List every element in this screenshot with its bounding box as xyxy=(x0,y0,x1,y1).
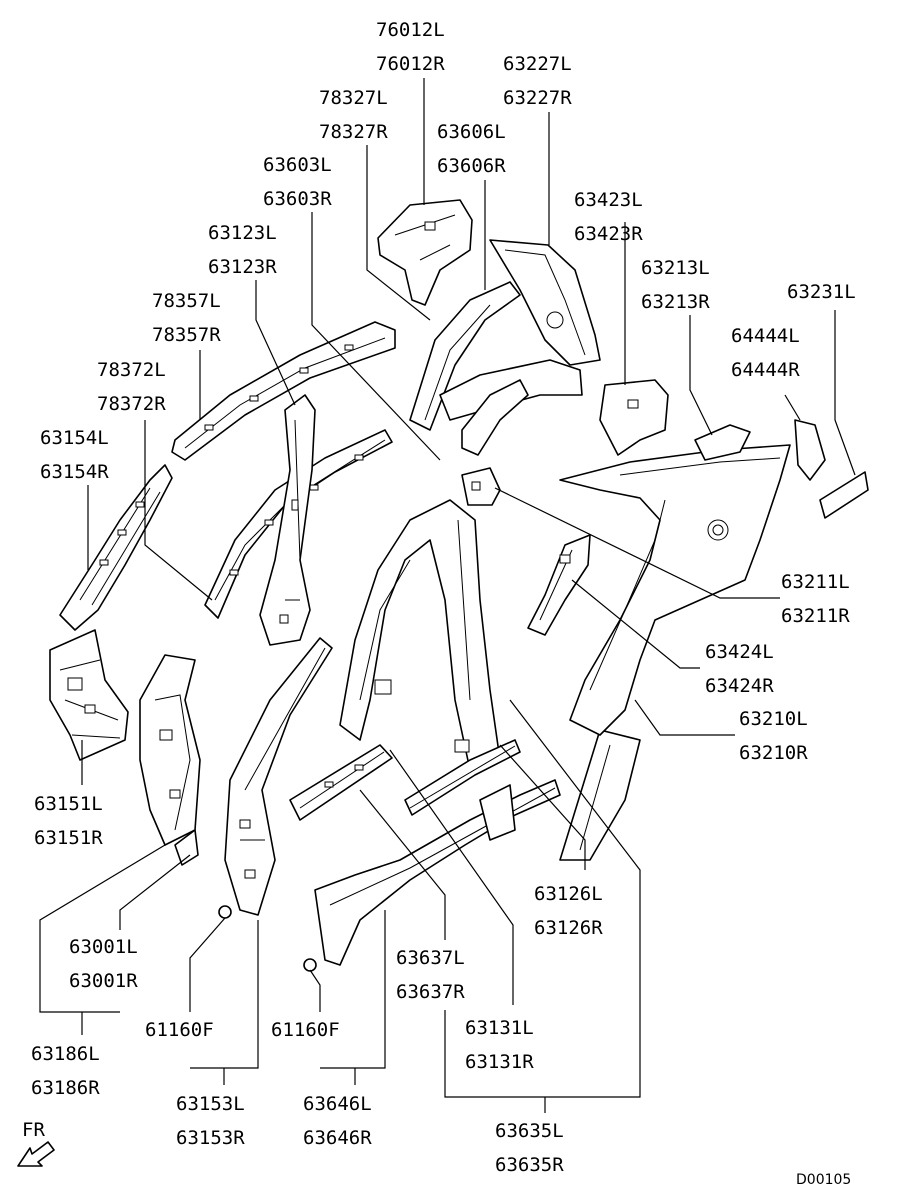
label-63606R: 63606R xyxy=(437,155,506,177)
figure-code: D00105 xyxy=(796,1172,851,1187)
label-63231L: 63231L xyxy=(787,281,856,303)
part-78372 xyxy=(171,321,396,461)
label-63603R: 63603R xyxy=(263,188,332,210)
part-63210 xyxy=(559,444,791,736)
part-63213 xyxy=(694,424,751,461)
part-63186 xyxy=(139,654,201,866)
part-61160F-clip-a xyxy=(218,905,232,919)
part-63646 xyxy=(314,779,561,966)
label-78357L: 78357L xyxy=(152,290,221,312)
label-63131R: 63131R xyxy=(465,1051,534,1073)
label-63186L: 63186L xyxy=(31,1043,100,1065)
label-63186R: 63186R xyxy=(31,1077,100,1099)
label-63001R: 63001R xyxy=(69,970,138,992)
part-63227 xyxy=(489,239,601,366)
label-63637L: 63637L xyxy=(396,947,465,969)
part-63153 xyxy=(224,637,333,916)
part-63606 xyxy=(439,359,583,456)
label-63126R: 63126R xyxy=(534,917,603,939)
label-63153L: 63153L xyxy=(176,1093,245,1115)
label-63153R: 63153R xyxy=(176,1127,245,1149)
label-61160F-b: 61160F xyxy=(271,1019,340,1041)
label-78327L: 78327L xyxy=(319,87,388,109)
label-61160F-a: 61160F xyxy=(145,1019,214,1041)
label-64444R: 64444R xyxy=(731,359,800,381)
label-78327R: 78327R xyxy=(319,121,388,143)
label-63131L: 63131L xyxy=(465,1017,534,1039)
label-63213R: 63213R xyxy=(641,291,710,313)
part-63231 xyxy=(819,471,869,519)
label-63154L: 63154L xyxy=(40,427,109,449)
part-61160F-clip-b xyxy=(303,958,317,972)
label-63423R: 63423R xyxy=(574,223,643,245)
front-direction-indicator: FR xyxy=(17,1119,55,1167)
part-63423 xyxy=(599,379,669,456)
label-63227L: 63227L xyxy=(503,53,572,75)
part-63211 xyxy=(461,467,501,506)
label-63213L: 63213L xyxy=(641,257,710,279)
label-63423L: 63423L xyxy=(574,189,643,211)
label-63424R: 63424R xyxy=(705,675,774,697)
label-78357R: 78357R xyxy=(152,324,221,346)
leader-lines xyxy=(39,78,856,1113)
label-63151R: 63151R xyxy=(34,827,103,849)
label-63637R: 63637R xyxy=(396,981,465,1003)
label-63211R: 63211R xyxy=(781,605,850,627)
label-63424L: 63424L xyxy=(705,641,774,663)
front-direction-label: FR xyxy=(22,1119,45,1141)
part-63151 xyxy=(49,629,129,761)
part-63126 xyxy=(404,739,521,816)
part-64444 xyxy=(794,419,826,481)
label-63646R: 63646R xyxy=(303,1127,372,1149)
label-63151L: 63151L xyxy=(34,793,103,815)
label-63635R: 63635R xyxy=(495,1154,564,1176)
label-63603L: 63603L xyxy=(263,154,332,176)
label-63210L: 63210L xyxy=(739,708,808,730)
part-labels: 76012L 76012R 63227L 63227R 78327L 78327… xyxy=(31,19,856,1176)
label-63646L: 63646L xyxy=(303,1093,372,1115)
label-64444L: 64444L xyxy=(731,325,800,347)
label-63635L: 63635L xyxy=(495,1120,564,1142)
label-63123R: 63123R xyxy=(208,256,277,278)
label-78372R: 78372R xyxy=(97,393,166,415)
part-63424 xyxy=(527,534,591,636)
label-76012R: 76012R xyxy=(376,53,445,75)
part-63154 xyxy=(59,464,173,631)
part-63123 xyxy=(259,394,316,646)
label-76012L: 76012L xyxy=(376,19,445,41)
part-78357 xyxy=(204,429,393,619)
label-63227R: 63227R xyxy=(503,87,572,109)
part-63635 xyxy=(559,729,641,861)
label-63154R: 63154R xyxy=(40,461,109,483)
label-63126L: 63126L xyxy=(534,883,603,905)
label-78372L: 78372L xyxy=(97,359,166,381)
part-63603 xyxy=(409,281,521,431)
label-63001L: 63001L xyxy=(69,936,138,958)
label-63606L: 63606L xyxy=(437,121,506,143)
part-63131 xyxy=(339,499,501,771)
label-63211L: 63211L xyxy=(781,571,850,593)
part-76012 xyxy=(377,199,473,306)
front-arrow-icon xyxy=(17,1141,55,1167)
label-63123L: 63123L xyxy=(208,222,277,244)
label-63210R: 63210R xyxy=(739,742,808,764)
part-63637 xyxy=(289,744,393,821)
